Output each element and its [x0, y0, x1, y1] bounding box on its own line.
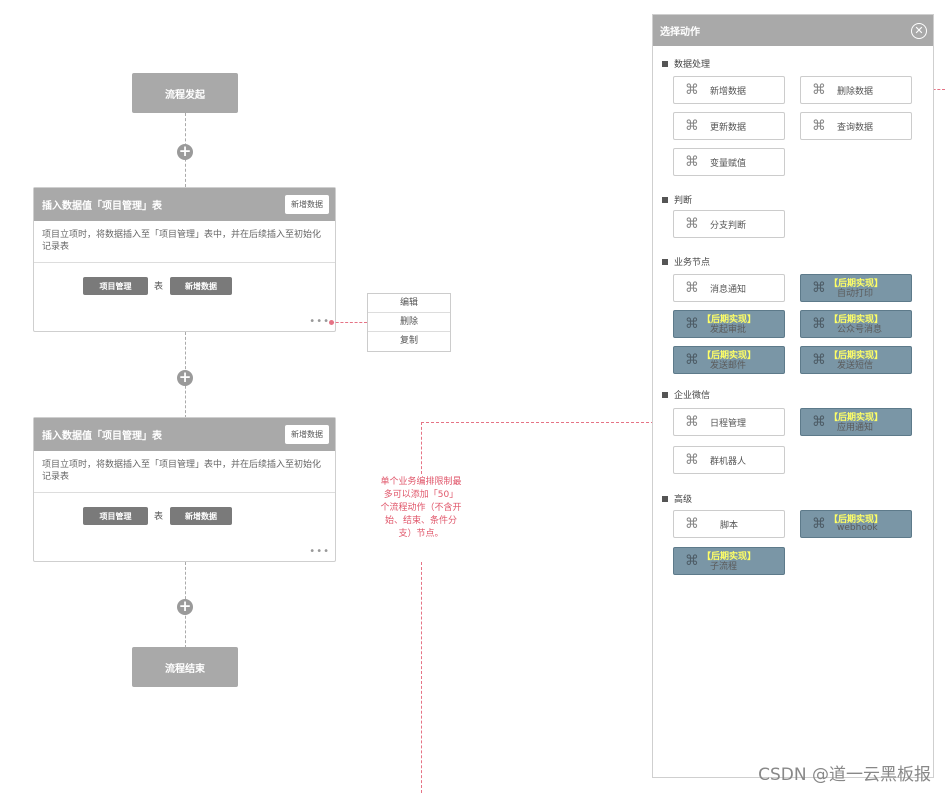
- annotation-line: [421, 422, 422, 474]
- action-webhook-button: ⌘webhook【后期实现】: [800, 510, 912, 538]
- menu-pointer-dot: [329, 320, 334, 325]
- select-action-panel: 选择动作 ✕ 数据处理 ⌘新增数据 ⌘删除数据 ⌘更新数据 ⌘查询数据 ⌘变量赋…: [652, 14, 934, 778]
- command-icon: ⌘: [685, 553, 699, 569]
- card-description: 项目立项时，将数据插入至「项目管理」表中，并在后续插入至初始化记录表: [34, 221, 335, 263]
- action-script-button[interactable]: ⌘脚本: [673, 510, 785, 538]
- annotation-line: [421, 562, 422, 793]
- action-branch-button[interactable]: ⌘分支判断: [673, 210, 785, 238]
- flow-action-card[interactable]: 插入数据值「项目管理」表 新增数据 项目立项时，将数据插入至「项目管理」表中，并…: [33, 417, 336, 562]
- card-table-suffix: 表: [154, 512, 164, 522]
- command-icon: ⌘: [812, 352, 826, 368]
- action-delete-data-button[interactable]: ⌘删除数据: [800, 76, 912, 104]
- action-group-bot-button[interactable]: ⌘群机器人: [673, 446, 785, 474]
- action-query-data-button[interactable]: ⌘查询数据: [800, 112, 912, 140]
- command-icon: ⌘: [685, 280, 699, 296]
- close-icon[interactable]: ✕: [911, 22, 927, 39]
- panel-header: 选择动作 ✕: [653, 15, 933, 46]
- action-app-notice-button: ⌘应用通知【后期实现】: [800, 408, 912, 436]
- card-body: 项目管理 表 新增数据 •••: [34, 493, 335, 561]
- flow-end-node[interactable]: 流程结束: [132, 647, 238, 687]
- annotation-line: [421, 422, 669, 423]
- command-icon: ⌘: [685, 516, 699, 532]
- menu-pointer-line: [331, 322, 367, 323]
- card-header: 插入数据值「项目管理」表 新增数据: [34, 188, 335, 221]
- action-approval-button: ⌘发起审批【后期实现】: [673, 310, 785, 338]
- menu-item-edit[interactable]: 编辑: [368, 294, 450, 313]
- action-add-data-button[interactable]: ⌘新增数据: [673, 76, 785, 104]
- card-description: 项目立项时，将数据插入至「项目管理」表中，并在后续插入至初始化记录表: [34, 451, 335, 493]
- command-icon: ⌘: [812, 82, 826, 98]
- action-assign-var-button[interactable]: ⌘变量赋值: [673, 148, 785, 176]
- action-email-button: ⌘发送邮件【后期实现】: [673, 346, 785, 374]
- panel-title: 选择动作: [660, 27, 700, 38]
- card-header: 插入数据值「项目管理」表 新增数据: [34, 418, 335, 451]
- action-update-data-button[interactable]: ⌘更新数据: [673, 112, 785, 140]
- command-icon: ⌘: [685, 216, 699, 232]
- command-icon: ⌘: [685, 118, 699, 134]
- section-judge: 判断: [662, 193, 692, 206]
- command-icon: ⌘: [685, 316, 699, 332]
- command-icon: ⌘: [685, 414, 699, 430]
- card-body: 项目管理 表 新增数据 •••: [34, 263, 335, 331]
- menu-item-delete[interactable]: 删除: [368, 313, 450, 332]
- command-icon: ⌘: [685, 82, 699, 98]
- section-wecom: 企业微信: [662, 388, 710, 401]
- card-table-suffix: 表: [154, 282, 164, 292]
- watermark: CSDN @道一云黑板报: [758, 765, 931, 785]
- flow-action-card[interactable]: 插入数据值「项目管理」表 新增数据 项目立项时，将数据插入至「项目管理」表中，并…: [33, 187, 336, 332]
- command-icon: ⌘: [812, 118, 826, 134]
- add-node-icon[interactable]: +: [177, 368, 193, 386]
- card-operation-pill: 新增数据: [170, 277, 232, 295]
- command-icon: ⌘: [685, 154, 699, 170]
- section-advanced: 高级: [662, 492, 692, 505]
- action-print-button: ⌘自动打印【后期实现】: [800, 274, 912, 302]
- section-data: 数据处理: [662, 57, 710, 70]
- add-node-icon[interactable]: +: [177, 597, 193, 615]
- more-options-icon[interactable]: •••: [309, 316, 330, 327]
- card-operation-pill: 新增数据: [170, 507, 232, 525]
- action-sms-button: ⌘发送短信【后期实现】: [800, 346, 912, 374]
- command-icon: ⌘: [812, 414, 826, 430]
- add-node-icon[interactable]: +: [177, 142, 193, 160]
- card-context-menu: 编辑 删除 复制: [367, 293, 451, 352]
- card-table-pill: 项目管理: [83, 507, 148, 525]
- card-type-tag: 新增数据: [285, 195, 329, 214]
- action-schedule-button[interactable]: ⌘日程管理: [673, 408, 785, 436]
- card-title: 插入数据值「项目管理」表: [42, 431, 162, 442]
- command-icon: ⌘: [685, 452, 699, 468]
- card-table-pill: 项目管理: [83, 277, 148, 295]
- menu-item-copy[interactable]: 复制: [399, 336, 418, 346]
- command-icon: ⌘: [812, 280, 826, 296]
- card-title: 插入数据值「项目管理」表: [42, 201, 162, 212]
- action-message-button[interactable]: ⌘消息通知: [673, 274, 785, 302]
- command-icon: ⌘: [812, 316, 826, 332]
- more-options-icon[interactable]: •••: [309, 546, 330, 557]
- limit-note: 单个业务编排限制最多可以添加「50」个流程动作（不含开始、结束、条件分支）节点。: [380, 477, 462, 539]
- command-icon: ⌘: [812, 516, 826, 532]
- command-icon: ⌘: [685, 352, 699, 368]
- action-official-account-button: ⌘公众号消息【后期实现】: [800, 310, 912, 338]
- section-biz: 业务节点: [662, 255, 710, 268]
- flow-start-node[interactable]: 流程发起: [132, 73, 238, 113]
- card-type-tag: 新增数据: [285, 425, 329, 444]
- action-subflow-button: ⌘子流程【后期实现】: [673, 547, 785, 575]
